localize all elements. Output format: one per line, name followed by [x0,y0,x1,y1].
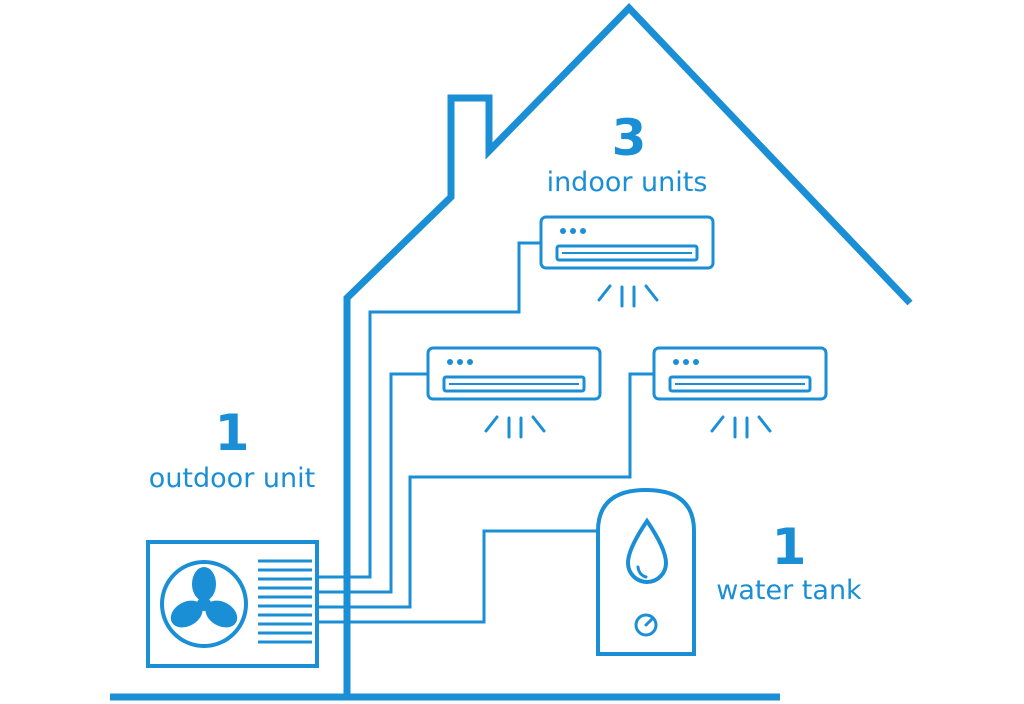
air-flow-icon [710,415,772,439]
outdoor-unit-fan-icon [160,560,248,648]
indoor-ac-unit-right [652,346,828,439]
water-tank-label: water tank [716,575,862,606]
indoor-ac-unit-icon [652,346,828,401]
outdoor-unit [146,540,319,668]
house-outline [110,2,913,701]
indoor-ac-unit-left [426,346,602,439]
air-flow-icon [484,415,546,439]
refrigerant-pipes [317,241,654,624]
indoor-units-count: 3 [612,109,647,167]
outdoor-unit-count: 1 [215,404,250,462]
indoor-ac-unit-icon [539,215,715,270]
outdoor-unit-label: outdoor unit [149,463,315,494]
outdoor-unit-vent-grille [258,559,312,644]
indoor-ac-unit-top [539,215,715,308]
water-tank-count: 1 [772,518,807,576]
indoor-units-label: indoor units [547,167,708,198]
water-tank [596,487,696,656]
water-drop-icon [625,517,669,584]
indoor-ac-unit-icon [426,346,602,401]
air-flow-icon [597,284,659,308]
pressure-gauge-icon [634,613,658,637]
